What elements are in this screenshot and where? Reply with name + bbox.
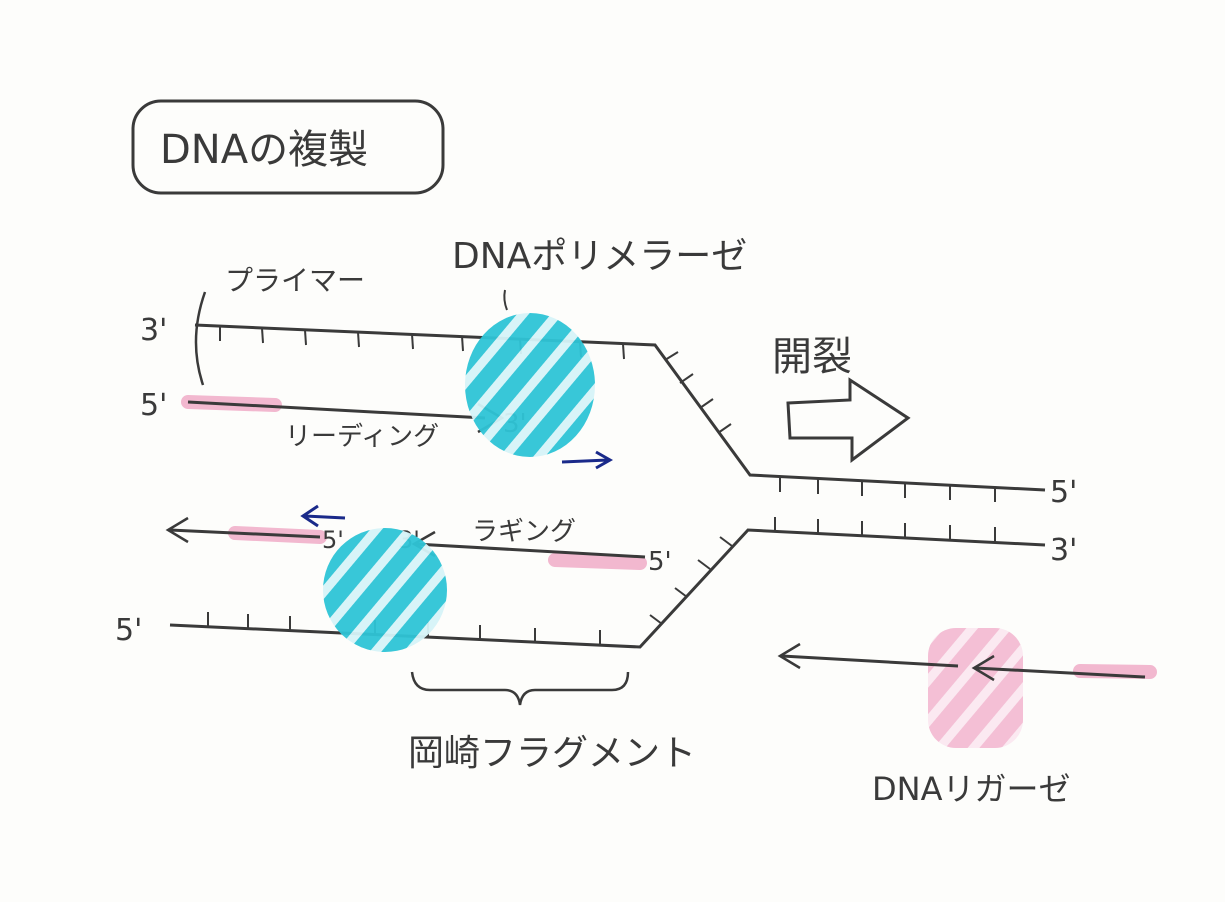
lagging-fragment-left-tip — [165, 516, 189, 544]
primer-label: プライマー — [225, 264, 365, 297]
primer-bracket — [194, 291, 207, 386]
lagging-left-end-label: 5' — [322, 526, 344, 554]
okazaki-label: 岡崎フラグメント — [408, 733, 696, 774]
leading-strand — [187, 400, 486, 420]
lagging-label: ラギング — [472, 517, 576, 547]
page-title: DNAの複製 — [160, 127, 368, 173]
lagging-right-end-label: 5' — [648, 547, 672, 577]
lagging-primer-right — [548, 553, 647, 570]
leading-label: リーディング — [285, 422, 439, 452]
ligase-fragment-right — [974, 666, 1146, 679]
end-label-bottom-left: 5' — [115, 613, 142, 648]
polymerase-pointer — [503, 289, 508, 311]
parent-strand-top-ticks — [219, 326, 996, 502]
polymerase-top — [465, 313, 595, 457]
ligase-fragment-left-tip — [777, 642, 801, 670]
end-label-top-left-upper: 3' — [140, 313, 167, 348]
lagging-direction-arrow — [300, 504, 346, 528]
ligase-label: DNAリガーゼ — [872, 770, 1070, 808]
lagging-fragment-right — [414, 542, 646, 559]
parent-strand-top — [194, 323, 1046, 492]
leading-direction-arrow — [561, 450, 614, 470]
ligase-primer — [1073, 664, 1157, 679]
ligase-fragment-right-tip — [971, 654, 995, 682]
unwinding-label: 開裂 — [772, 334, 852, 380]
end-label-top-left-lower: 5' — [140, 388, 167, 423]
unwinding-arrow — [786, 377, 911, 463]
lagging-fragment-left — [169, 528, 321, 539]
end-label-right-lower: 3' — [1050, 533, 1077, 568]
polymerase-label: DNAポリメラーゼ — [452, 236, 747, 277]
ligase-shape — [928, 628, 1023, 748]
polymerase-bottom — [323, 528, 447, 652]
parent-strand-bottom — [169, 528, 1046, 649]
title-box — [131, 99, 445, 195]
end-label-right-upper: 5' — [1050, 475, 1077, 510]
ligase-fragment-left — [781, 654, 959, 668]
okazaki-brace — [410, 671, 630, 706]
